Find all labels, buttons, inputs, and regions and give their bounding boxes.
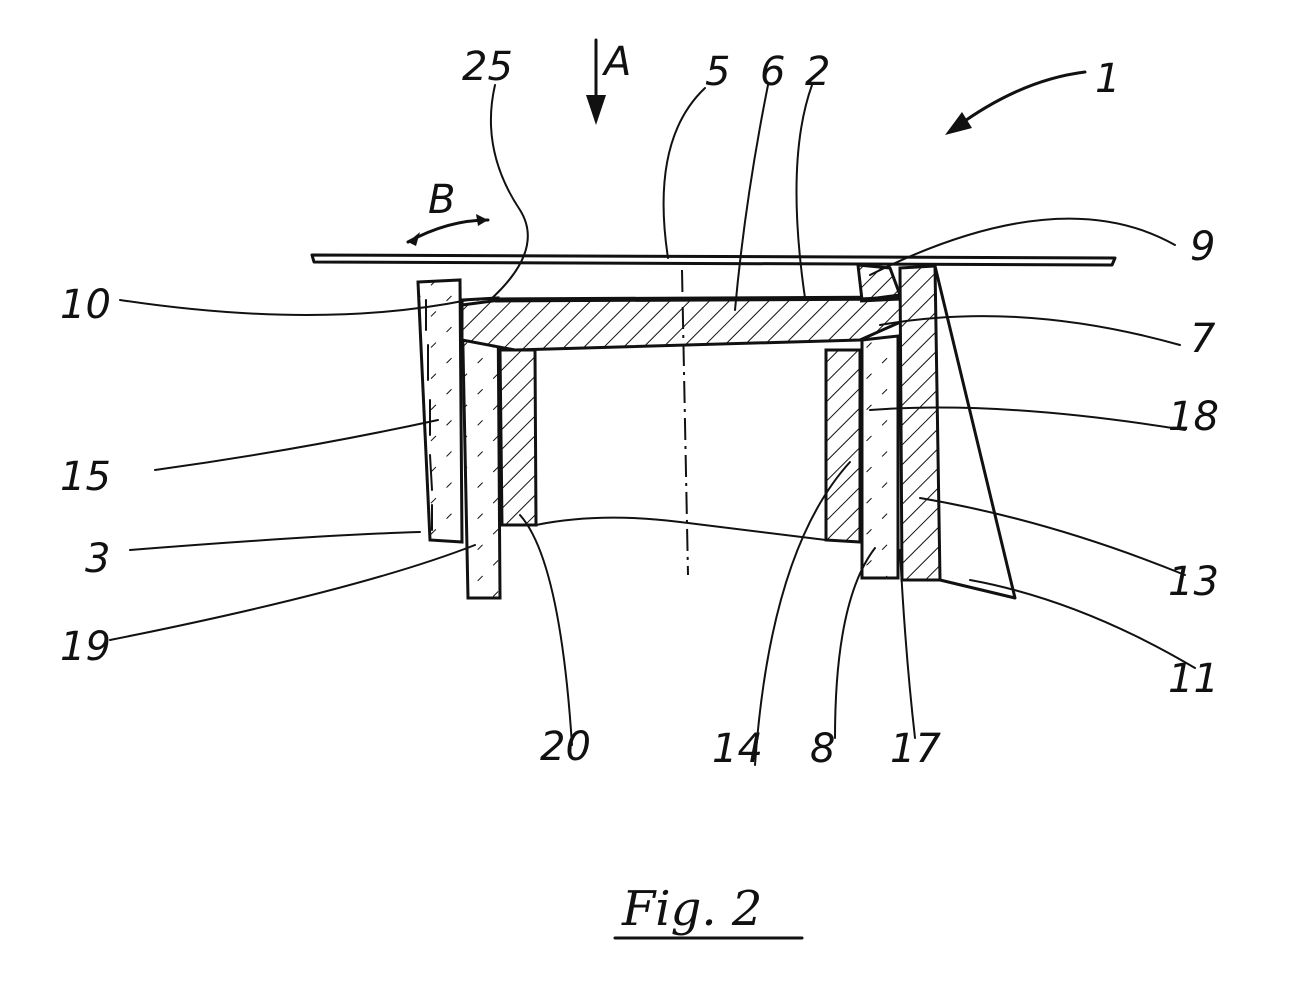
rotation-arrow-b: B — [408, 177, 488, 246]
inner-tube-right — [826, 350, 860, 542]
figure-caption: Fig. 2 — [615, 881, 802, 938]
view-arrow-a: A — [586, 39, 631, 125]
ref-20: 20 — [540, 724, 591, 770]
ref-6: 6 — [760, 49, 785, 95]
plate-5 — [312, 255, 1115, 265]
inner-tube-left — [500, 350, 536, 525]
ref-25: 25 — [462, 44, 513, 90]
ref-10: 10 — [60, 282, 111, 328]
ref-14: 14 — [712, 726, 763, 772]
ref-1: 1 — [1095, 56, 1120, 102]
ref-15: 15 — [60, 454, 111, 500]
cavity-contour — [536, 518, 826, 540]
arrow-1 — [945, 72, 1085, 135]
leader-lines — [110, 85, 1195, 765]
label-b: B — [428, 177, 455, 223]
ref-11: 11 — [1168, 656, 1219, 702]
outer-wall-right — [900, 266, 940, 580]
caption-text: Fig. 2 — [621, 881, 762, 937]
outer-wall-left — [418, 280, 462, 542]
ref-2: 2 — [805, 49, 830, 95]
inner-sleeve-right — [862, 336, 898, 578]
ref-9: 9 — [1190, 224, 1215, 270]
ref-19: 19 — [60, 624, 111, 670]
label-a: A — [601, 39, 631, 85]
ref-18: 18 — [1168, 394, 1219, 440]
ref-7: 7 — [1190, 316, 1216, 362]
ref-3: 3 — [85, 536, 110, 582]
ref-17: 17 — [890, 726, 941, 772]
ref-8: 8 — [810, 726, 835, 772]
ref-5: 5 — [705, 49, 730, 95]
reference-numerals: 25 5 6 2 1 9 10 7 18 15 13 3 19 11 20 14… — [60, 44, 1219, 772]
ref-13: 13 — [1168, 559, 1219, 605]
